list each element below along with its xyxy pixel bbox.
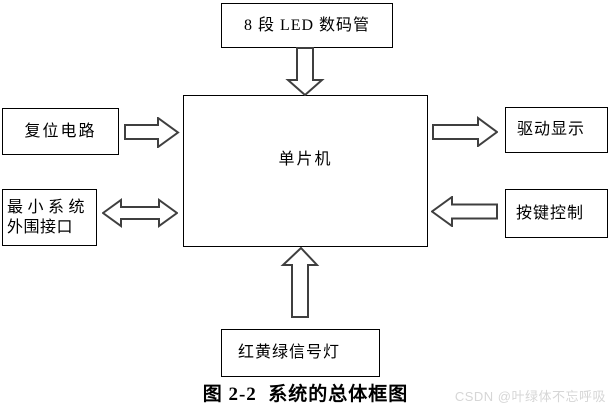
block-mcu-label: 单片机 — [278, 151, 333, 169]
arrow-right-mcu-to-display-icon — [432, 116, 498, 147]
block-min-system-label-line1: 最小系统 — [7, 199, 90, 217]
block-key-control-label: 按键控制 — [516, 204, 585, 222]
block-signal-lights: 红黄绿信号灯 — [221, 329, 380, 377]
block-drive-display: 驱动显示 — [505, 107, 608, 153]
block-led-display: 8 段 LED 数码管 — [221, 3, 393, 48]
arrow-left-keys-to-mcu-icon — [431, 196, 498, 227]
block-mcu: 单片机 — [183, 95, 428, 247]
arrow-double-minsys-mcu-icon — [102, 198, 178, 228]
block-reset-label: 复位电路 — [24, 122, 97, 140]
block-drive-display-label: 驱动显示 — [517, 121, 586, 139]
block-key-control: 按键控制 — [505, 189, 608, 238]
arrow-up-lights-to-mcu-icon — [280, 247, 320, 318]
block-led-label: 8 段 LED 数码管 — [243, 16, 371, 34]
csdn-watermark: CSDN @叶绿体不忘呼吸 — [454, 389, 606, 404]
block-signal-lights-label: 红黄绿信号灯 — [238, 344, 341, 362]
arrow-down-led-to-mcu-icon — [285, 47, 325, 96]
figure-caption: 图 2-2 系统的总体框图 — [202, 384, 409, 405]
block-min-system-label-line2: 外围接口 — [7, 218, 74, 236]
arrow-right-reset-to-mcu-icon — [124, 117, 180, 148]
block-reset-circuit: 复位电路 — [2, 108, 119, 155]
block-min-system-interface: 最小系统 外围接口 — [2, 189, 97, 246]
